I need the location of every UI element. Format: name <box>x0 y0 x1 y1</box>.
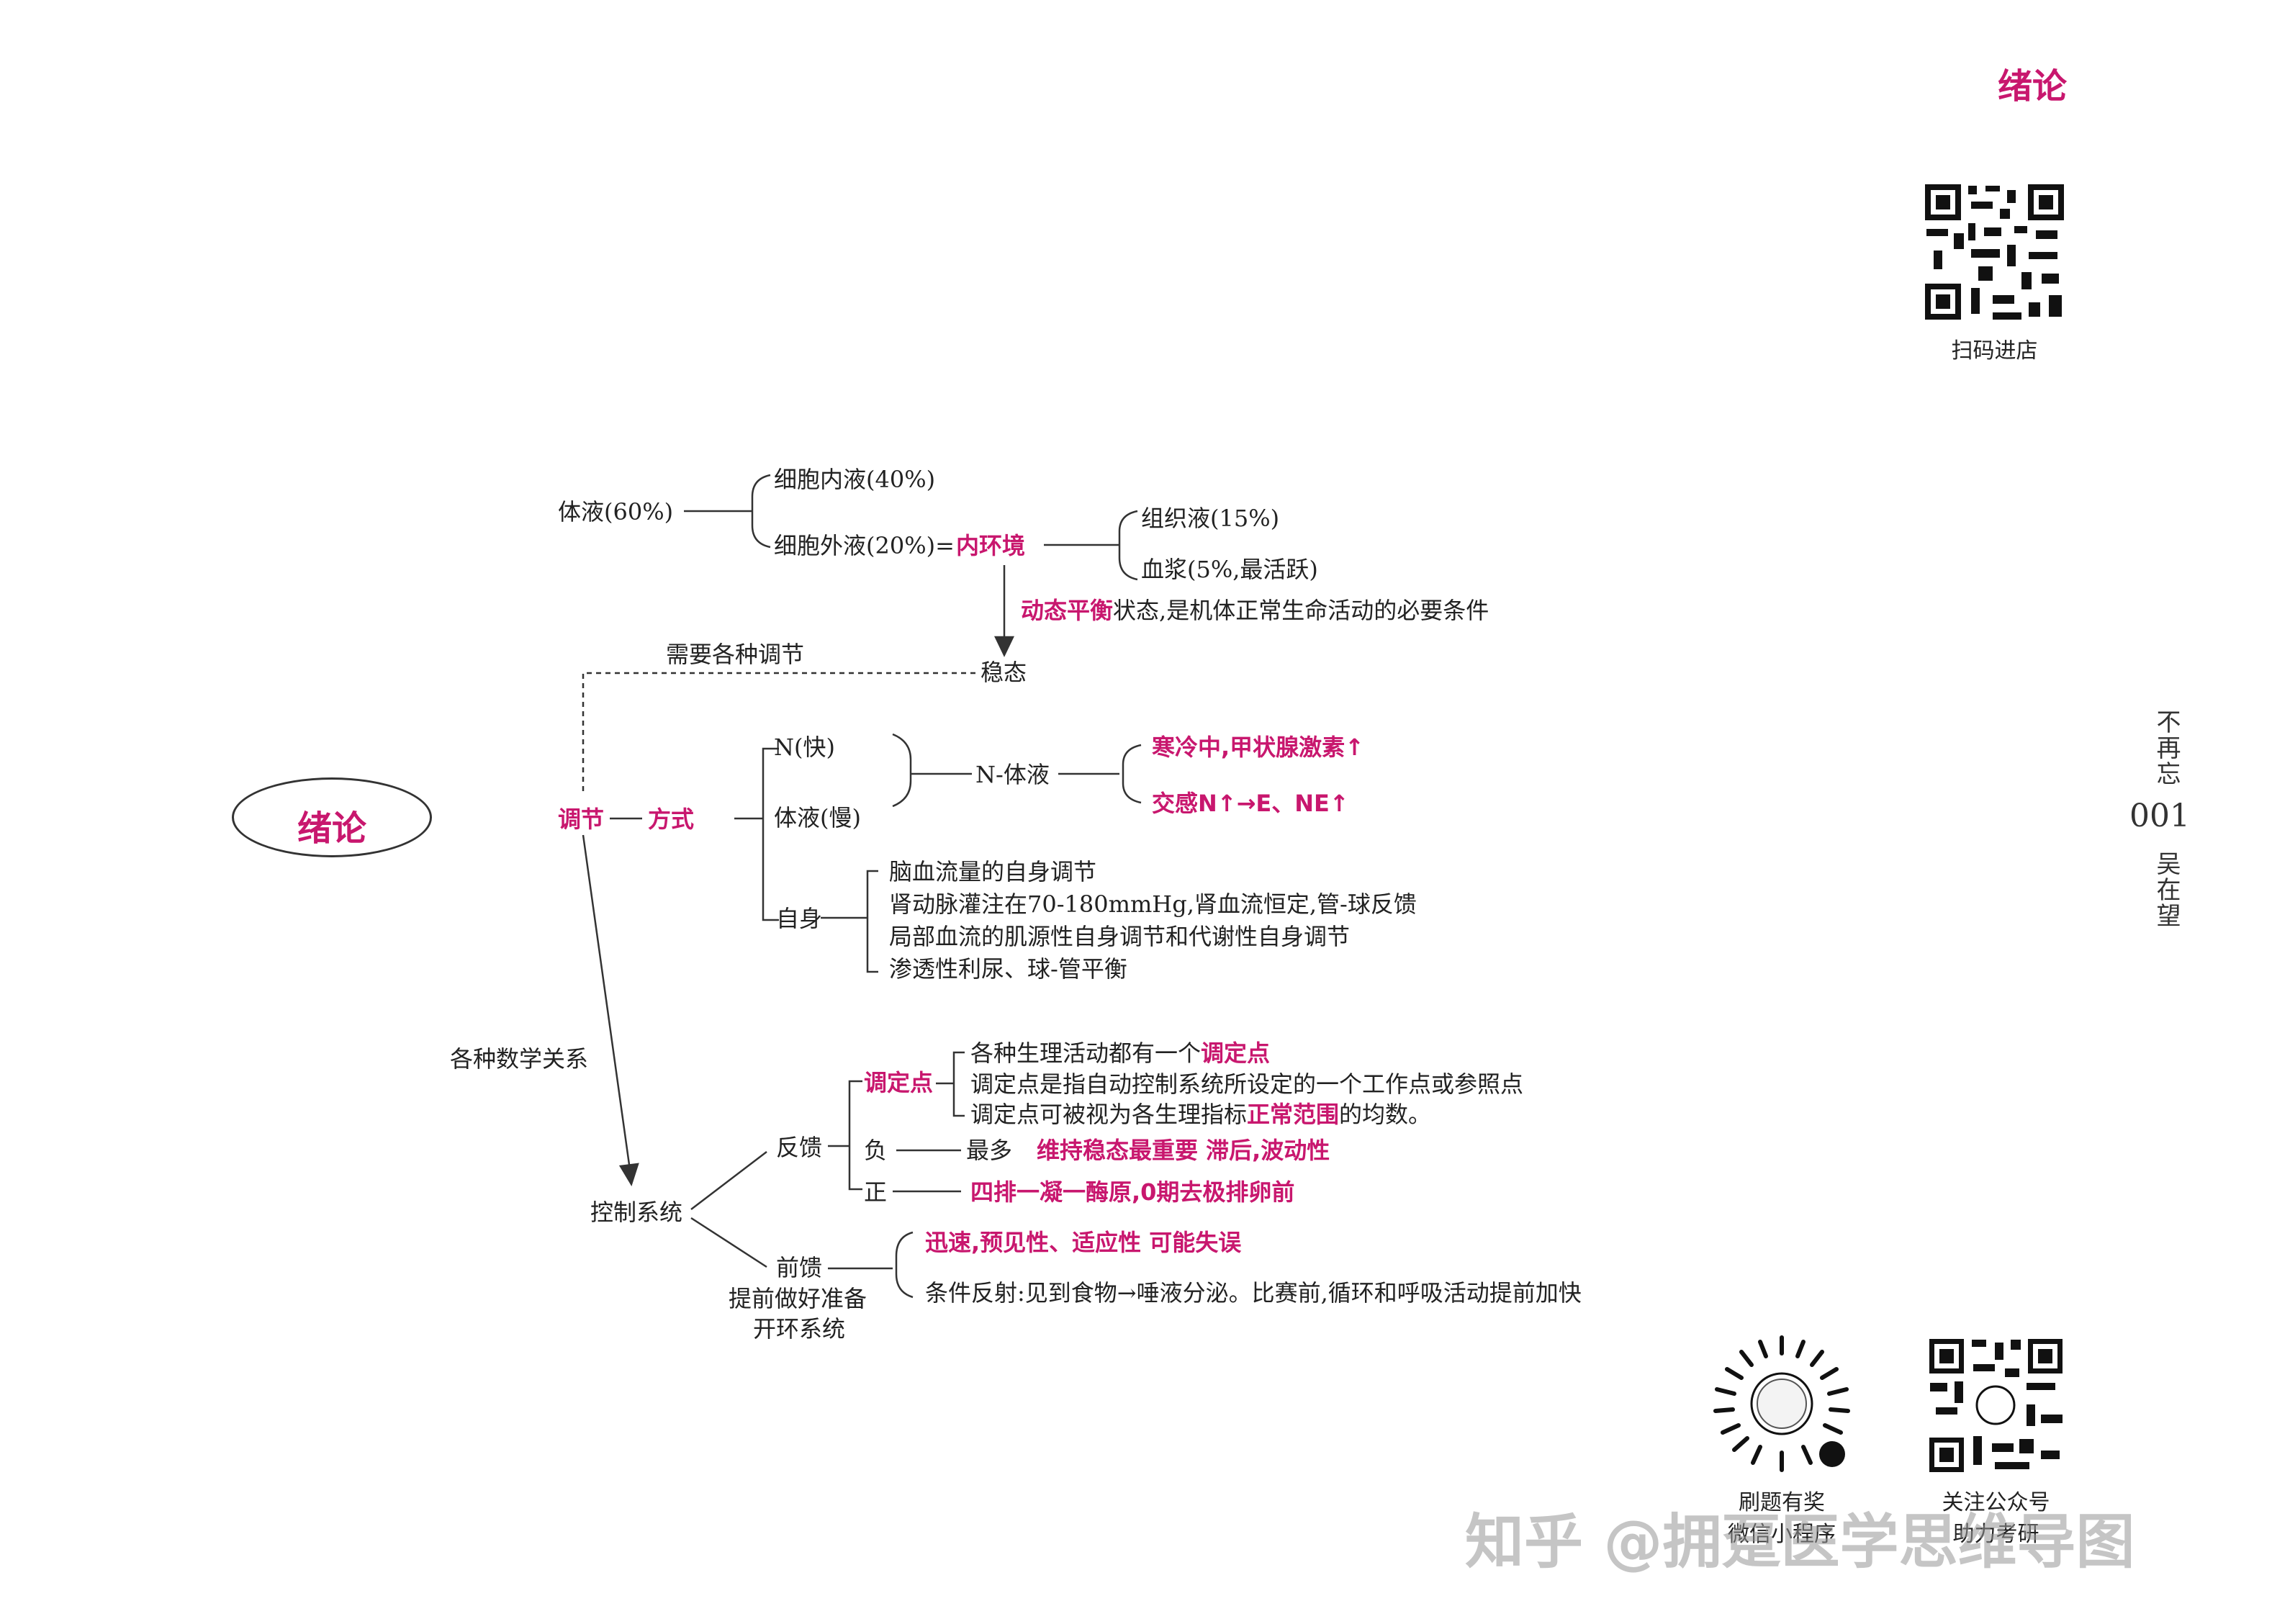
mini-program-caption: 刷题有奖 微信小程序 <box>1695 1484 1868 1548</box>
self-node: 自身 <box>776 905 823 932</box>
self-item-4: 渗透性利尿、球-管平衡 <box>889 955 1127 983</box>
feedforward-note-1: 提前做好准备 <box>729 1285 867 1312</box>
official-account-caption-line2: 助力考研 <box>1952 1522 2039 1547</box>
store-qr-code[interactable] <box>1921 180 2068 324</box>
feedforward-note-2: 开环系统 <box>753 1315 846 1343</box>
feedforward-desc: 迅速,预见性、适应性 可能失误 <box>925 1229 1242 1256</box>
setpoint-desc-2: 调定点是指自动控制系统所设定的一个工作点或参照点 <box>970 1070 1524 1098</box>
feedforward-node: 前馈 <box>776 1254 823 1281</box>
tissue-fluid-node: 组织液(15%) <box>1141 505 1280 532</box>
zhihu-watermark: 知乎 @拥趸医学思维导图 <box>1465 1508 2135 1576</box>
negative-feedback-node: 负 <box>864 1137 888 1164</box>
body-fluid-node: 体液(60%) <box>558 498 674 525</box>
mini-program-caption-line1: 刷题有奖 <box>1739 1490 1825 1515</box>
mini-program-caption-line2: 微信小程序 <box>1728 1522 1836 1547</box>
need-regulation-label: 需要各种调节 <box>666 641 805 668</box>
root-label: 绪论 <box>297 808 366 849</box>
feedforward-example: 条件反射:见到食物→唾液分泌。比赛前,循环和呼吸活动提前加快 <box>925 1279 1582 1307</box>
self-item-1: 脑血流量的自身调节 <box>889 858 1097 885</box>
store-qr-caption: 扫码进店 <box>1951 338 2038 364</box>
setpoint-desc-3-term: 正常范围 <box>1247 1101 1340 1128</box>
side-label-top: 不再忘 <box>2152 709 2181 787</box>
positive-feedback-desc: 四排一凝一酶原,0期去极排卵前 <box>970 1178 1295 1206</box>
state-text: 状态,是机体正常生命活动的必要条件 <box>1113 597 1489 624</box>
negative-most-label: 最多 <box>966 1137 1013 1164</box>
humoral-node: 体液(慢) <box>774 804 861 831</box>
official-account-caption: 关注公众号 助力考研 <box>1904 1484 2088 1548</box>
page-number: 001 <box>2129 798 2190 834</box>
sympathetic-node: 交感N↑→E、NE↑ <box>1152 790 1349 817</box>
setpoint-desc-3-end: 的均数。 <box>1339 1101 1432 1128</box>
control-system-node: 控制系统 <box>590 1199 683 1226</box>
setpoint-desc-1-text: 各种生理活动都有一个 <box>970 1039 1202 1067</box>
plasma-node: 血浆(5%,最活跃) <box>1141 556 1318 583</box>
feedback-node: 反馈 <box>776 1134 823 1161</box>
homeostasis-node: 稳态 <box>981 659 1027 686</box>
self-item-3: 局部血流的肌源性自身调节和代谢性自身调节 <box>889 923 1351 950</box>
self-item-2: 肾动脉灌注在70-180mmHg,肾血流恒定,管-球反馈 <box>889 890 1417 918</box>
positive-feedback-node: 正 <box>864 1178 888 1206</box>
setpoint-node: 调定点 <box>864 1069 934 1096</box>
side-label-bottom: 吴在望 <box>2152 851 2181 929</box>
official-account-caption-line1: 关注公众号 <box>1942 1490 2050 1515</box>
page-title: 绪论 <box>1998 66 2068 107</box>
dynamic-balance-term: 动态平衡 <box>1021 597 1114 624</box>
internal-environment-node: 内环境 <box>956 532 1026 559</box>
mini-program-code[interactable] <box>1710 1332 1854 1476</box>
root-node: 绪论 <box>232 777 432 857</box>
negative-feedback-desc: 维持稳态最重要 滞后,波动性 <box>1037 1137 1330 1164</box>
intracellular-node: 细胞内液(40%) <box>774 466 936 493</box>
official-account-qr-code[interactable] <box>1926 1335 2066 1476</box>
extracellular-node: 细胞外液(20%)= <box>774 532 955 559</box>
math-relations-label: 各种数学关系 <box>450 1045 589 1073</box>
setpoint-desc-3: 调定点可被视为各生理指标正常范围的均数。 <box>970 1103 1431 1126</box>
setpoint-desc-1: 各种生理活动都有一个调定点 <box>970 1042 1270 1065</box>
neural-node: N(快) <box>774 734 835 761</box>
dynamic-balance-note: 动态平衡状态,是机体正常生命活动的必要条件 <box>1021 599 1489 622</box>
n-humoral-node: N-体液 <box>975 761 1050 788</box>
setpoint-desc-3-text: 调定点可被视为各生理指标 <box>970 1101 1248 1128</box>
cold-thyroid-node: 寒冷中,甲状腺激素↑ <box>1152 734 1364 761</box>
method-node: 方式 <box>648 806 695 833</box>
regulation-node: 调节 <box>558 806 605 833</box>
setpoint-desc-1-term: 调定点 <box>1201 1039 1271 1067</box>
